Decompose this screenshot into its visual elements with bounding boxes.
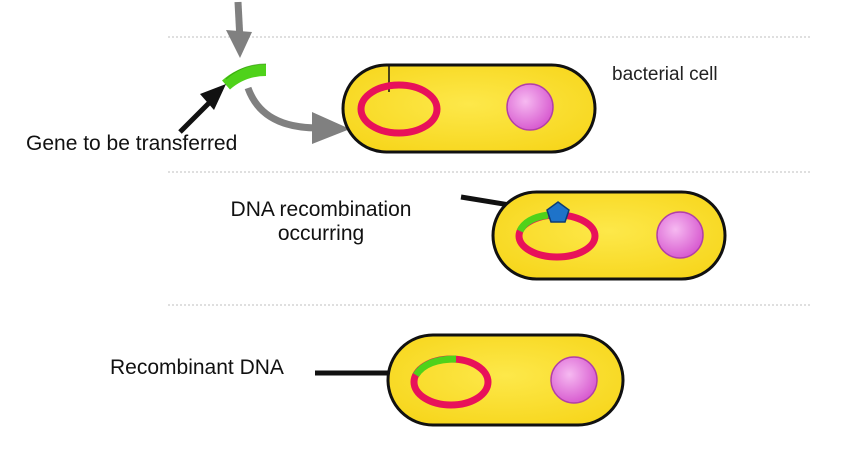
gene-pointer-arrow [178,84,226,134]
bacterial-cell-3 [386,333,625,427]
bacterial-cell-1 [341,63,597,154]
nucleoid-1 [506,83,554,131]
nucleoid-2 [656,211,704,259]
label-bacterial-cell: bacterial cell [612,64,718,85]
recombinase-enzyme [546,201,570,223]
bacterial-cell-2 [491,190,727,281]
gene-fragment [222,64,267,90]
label-dna-recombination-line2: occurring [277,222,365,245]
gene-insert-3 [413,355,457,378]
label-dna-recombination-line1: DNA recombination [230,198,412,221]
nucleoid-3 [550,356,598,404]
transfer-arrow [244,86,350,144]
plasmid-1 [357,81,441,137]
gene-insert-2 [516,211,549,233]
label-dna-recombination: DNA recombination occurring [210,198,432,246]
label-recombinant-dna: Recombinant DNA [110,356,284,379]
label-gene-to-be-transferred: Gene to be transferred [26,132,238,155]
incoming-arrow [226,1,252,58]
